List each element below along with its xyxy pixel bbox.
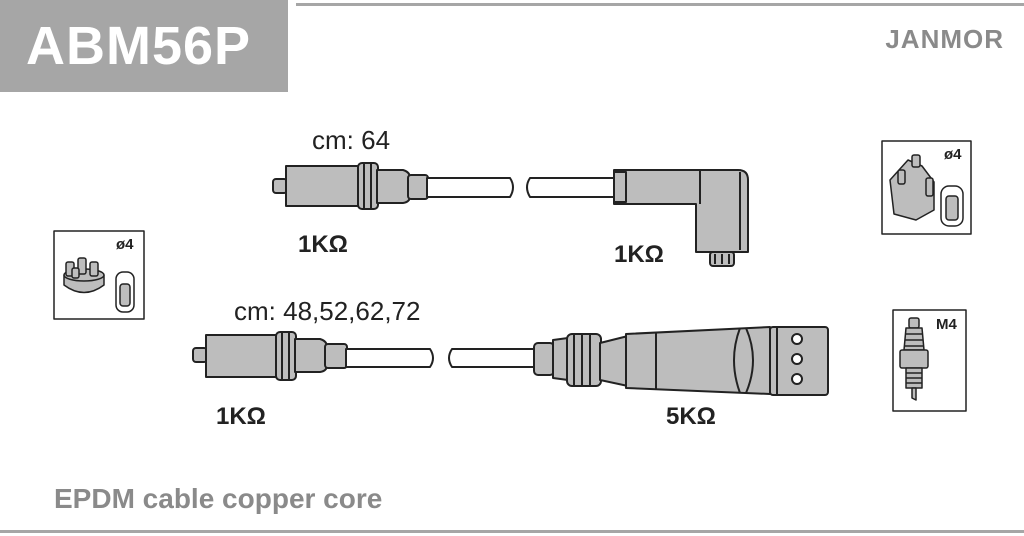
cable-1-wire-right: [526, 177, 615, 198]
cable-1-right-boot: [613, 169, 749, 253]
spark-plug-icon: [892, 309, 967, 412]
coil-right-rating: ø4: [944, 146, 962, 163]
spark-plug-rating: M4: [936, 316, 957, 333]
cable-2-right-ribs: [566, 333, 602, 387]
cable-2-left-boot: [205, 334, 279, 378]
top-divider: [296, 3, 1024, 6]
product-code: ABM56P: [26, 16, 252, 76]
cable-2-right-resistance: 5KΩ: [666, 403, 716, 430]
cable-2-right-collar: [533, 342, 555, 376]
cable-2-plug-pin-1: [791, 333, 803, 345]
cable-1-wire-left: [426, 177, 514, 198]
cable-2-length: cm: 48,52,62,72: [234, 296, 421, 326]
cable-1-left-tip: [272, 178, 288, 194]
cable-description: EPDM cable copper core: [54, 483, 383, 514]
product-code-box: ABM56P: [0, 0, 288, 92]
cable-2-left-tip: [192, 347, 208, 363]
cable-1-right-resistance: 1KΩ: [614, 241, 664, 268]
distributor-cap-icon-left: [53, 230, 145, 320]
cable-2-wire-right: [448, 348, 536, 368]
cable-2-left-resistance: 1KΩ: [216, 403, 266, 430]
cable-2-plug-pin-3: [791, 373, 803, 385]
cable-1: [272, 162, 749, 267]
cable-1-left-taper: [376, 169, 411, 204]
cable-2-right-body: [599, 335, 629, 387]
cable-1-left-resistance: 1KΩ: [298, 231, 348, 258]
cable-1-length: cm: 64: [312, 125, 391, 155]
cable-2-plug-pin-2: [791, 353, 803, 365]
brand-name: JANMOR: [885, 24, 1004, 54]
cable-1-left-collar: [407, 174, 429, 200]
cable-2-left-collar: [324, 343, 348, 369]
cable-1-left-boot: [285, 165, 361, 207]
cable-2-wire-left: [345, 348, 434, 368]
distributor-left-rating: ø4: [116, 236, 134, 253]
cable-2: [192, 326, 829, 396]
cable-2-left-ribs: [275, 331, 297, 381]
cable-2-left-taper: [294, 338, 328, 373]
cable-1-left-ribs: [357, 162, 379, 210]
bottom-divider: [0, 530, 1024, 533]
ignition-coil-icon-right: [881, 140, 972, 235]
